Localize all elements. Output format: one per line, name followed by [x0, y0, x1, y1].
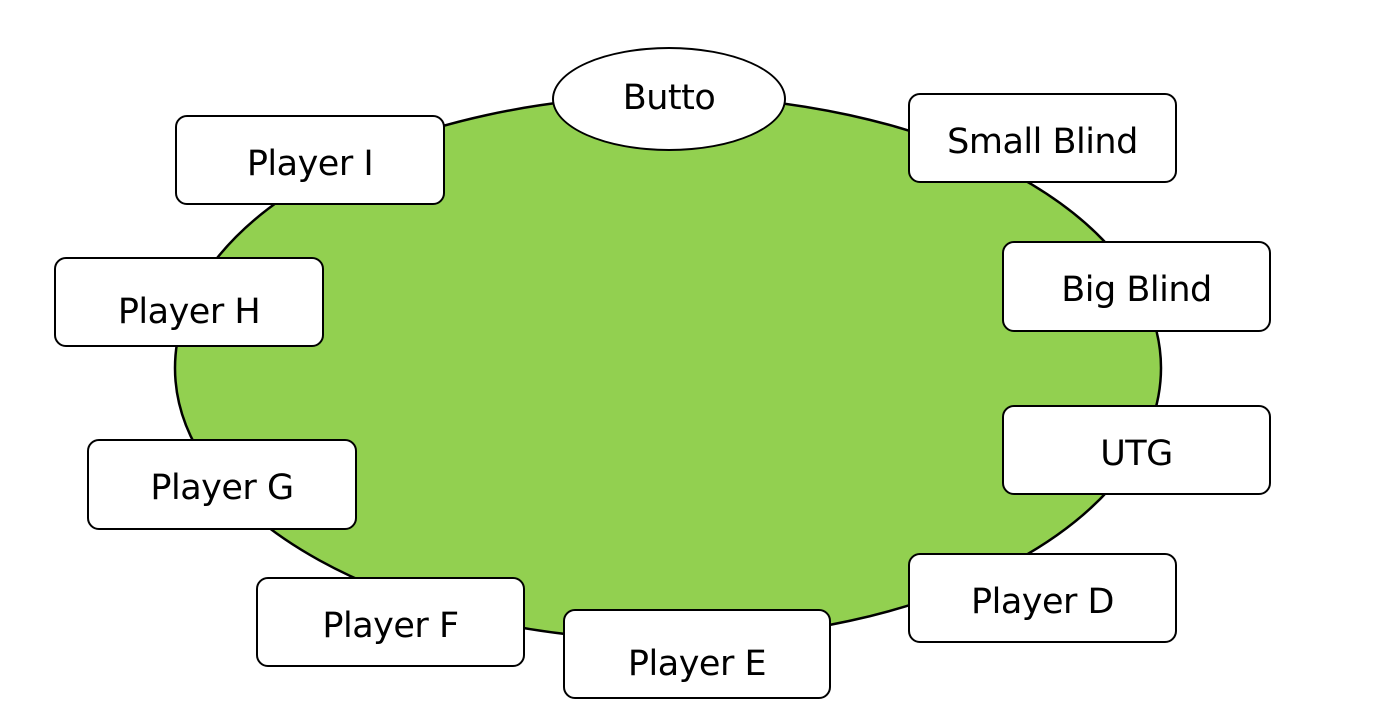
seat-label: Player D [971, 582, 1115, 622]
seat-big-blind: Big Blind [1002, 241, 1271, 332]
seat-label: Player H [117, 292, 261, 332]
seat-label: UTG [1100, 434, 1173, 474]
seat-label: Small Blind [947, 122, 1138, 162]
seat-player-d: Player D [908, 553, 1177, 643]
seat-small-blind: Small Blind [908, 93, 1177, 183]
seat-label: Player F [322, 606, 459, 646]
seat-utg: UTG [1002, 405, 1271, 495]
seat-label: Big Blind [1061, 270, 1212, 310]
dealer-button-label: Butto [622, 78, 716, 118]
seat-player-i: Player I [175, 115, 445, 205]
seat-label: Player G [150, 468, 294, 508]
seat-player-h: Player H [54, 257, 324, 347]
seat-player-e: Player E [563, 609, 831, 699]
seat-label: Player E [627, 644, 767, 684]
seat-label: Player I [246, 144, 374, 184]
seat-player-f: Player F [256, 577, 525, 667]
seat-player-g: Player G [87, 439, 357, 530]
dealer-button: Butto [552, 47, 786, 151]
